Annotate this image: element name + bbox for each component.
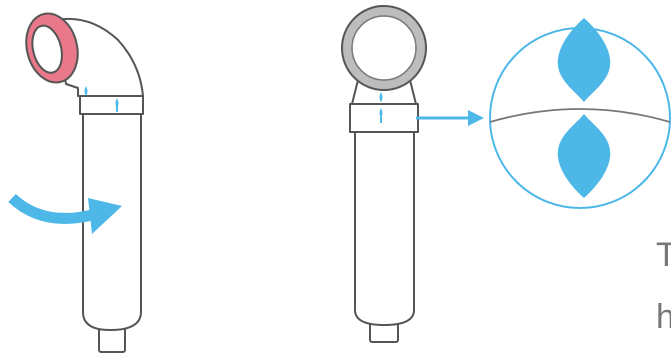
head-face-middle bbox=[351, 15, 417, 81]
collar-middle bbox=[349, 103, 419, 133]
alignment-tick-middle bbox=[380, 117, 382, 123]
caption-line-2: h bbox=[656, 300, 671, 334]
alignment-tick-left bbox=[116, 106, 118, 112]
alignment-mark-head-middle bbox=[379, 92, 383, 102]
caption-line-1: T bbox=[656, 238, 671, 272]
head-face-left bbox=[25, 12, 79, 84]
drop-marker-upper-icon bbox=[557, 18, 611, 102]
shower-head-middle bbox=[341, 5, 427, 343]
alignment-mark-handle-middle bbox=[379, 108, 383, 118]
drop-marker-lower-icon bbox=[557, 114, 611, 198]
arrow-right-icon bbox=[416, 110, 484, 126]
shower-head-left bbox=[25, 12, 144, 353]
alignment-mark-head-left bbox=[84, 86, 88, 96]
collar-left bbox=[79, 95, 144, 115]
rotate-arrow-icon bbox=[8, 193, 122, 234]
handle-middle bbox=[354, 129, 415, 326]
alignment-mark-handle-left bbox=[115, 98, 119, 108]
handle-left bbox=[82, 107, 142, 331]
zoom-seam-line bbox=[490, 108, 670, 123]
magnified-circle-icon bbox=[489, 18, 671, 209]
